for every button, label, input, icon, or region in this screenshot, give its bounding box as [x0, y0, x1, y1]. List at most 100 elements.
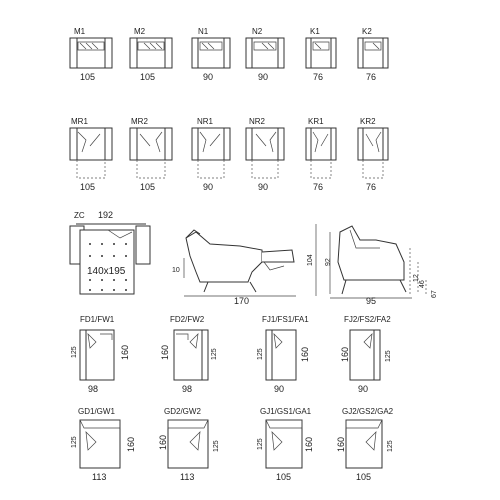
- armrest: [129, 37, 138, 69]
- armrest: [191, 37, 199, 69]
- recliner-side-view: 10 170: [172, 229, 296, 306]
- module-width: 105: [276, 472, 291, 482]
- module-code: M2: [134, 27, 146, 36]
- armrest: [277, 127, 285, 161]
- cushion-lines: [363, 333, 373, 349]
- module-length: 160: [300, 347, 310, 362]
- recliner-legs: [203, 281, 257, 293]
- module-gd1-gw1: GD1/GW1 125 160 113: [71, 407, 136, 482]
- backrest: [345, 419, 383, 429]
- module-k1: K1 76: [305, 27, 337, 82]
- armrest: [305, 37, 312, 69]
- bed-length: 192: [98, 210, 113, 220]
- pillow-lines: [314, 42, 322, 50]
- armrest: [104, 127, 113, 161]
- module-k2: K2 76: [357, 27, 389, 82]
- armrest: [135, 225, 151, 265]
- module-width: 76: [313, 72, 323, 82]
- armrest: [245, 127, 253, 161]
- module-code: K2: [362, 27, 372, 36]
- module-length: 160: [336, 437, 346, 452]
- cushion-lines: [365, 431, 377, 451]
- backrest: [77, 41, 105, 51]
- module-code: M1: [74, 27, 86, 36]
- recliner-mechanism: [263, 261, 285, 271]
- backrest: [137, 41, 165, 51]
- module-code: N2: [252, 27, 263, 36]
- module-width: 105: [80, 72, 95, 82]
- armrest: [191, 127, 199, 161]
- armrest: [164, 37, 173, 69]
- recliner-footrest: [261, 249, 295, 263]
- module-length: 160: [120, 345, 130, 360]
- module-outline: [265, 419, 303, 469]
- armrest: [223, 37, 231, 69]
- cushion-lines: [87, 333, 113, 349]
- module-code: GD2/GW2: [164, 407, 201, 416]
- backrest: [167, 419, 209, 429]
- module-code: K1: [310, 27, 320, 36]
- arm-height: 67: [431, 290, 438, 298]
- module-kr2: KR2 76: [357, 117, 389, 192]
- recliner-height: 10: [172, 267, 180, 274]
- module-gd2-gw2: GD2/GW2 160 125 113: [158, 407, 220, 482]
- recliner-back: [185, 229, 201, 239]
- module-length: 160: [160, 345, 170, 360]
- module-kr1: KR1 76: [305, 117, 337, 192]
- module-gj2-gs2-ga2: GJ2/GS2/GA2 160 125 105: [336, 407, 394, 482]
- armrest: [330, 127, 337, 161]
- armrest: [305, 127, 312, 161]
- backrest: [253, 41, 277, 51]
- cushion-lines: [85, 431, 97, 451]
- recliner-length: 170: [234, 296, 249, 306]
- armrest: [373, 329, 381, 381]
- module-width: 90: [258, 72, 268, 82]
- backrest: [199, 41, 223, 51]
- module-nr1: NR1 90: [191, 117, 231, 192]
- module-width: 105: [140, 182, 155, 192]
- module-width: 90: [274, 384, 284, 394]
- height-92: 92: [325, 258, 332, 266]
- seat-height: 46: [419, 280, 426, 288]
- module-length: 160: [340, 347, 350, 362]
- module-code: NR2: [249, 117, 266, 126]
- module-code: NR1: [197, 117, 214, 126]
- armrest: [201, 329, 209, 381]
- armrest: [382, 37, 389, 69]
- armrest: [129, 127, 138, 161]
- module-width: 98: [88, 384, 98, 394]
- module-m1: M1 105: [69, 27, 113, 82]
- backrest: [79, 419, 121, 429]
- module-code: FD2/FW2: [170, 315, 205, 324]
- armchair-side-view: 104 92 67 46 12 95: [307, 224, 438, 306]
- module-code: GJ1/GS1/GA1: [260, 407, 312, 416]
- pillow-lines: [143, 42, 163, 50]
- armrest: [330, 37, 337, 69]
- module-nr2: NR2 90: [245, 117, 285, 192]
- module-width: 90: [358, 384, 368, 394]
- backrest: [265, 419, 303, 429]
- backrest: [364, 41, 382, 51]
- armrest: [69, 37, 78, 69]
- module-fd1-fw1: FD1/FW1 125 160 98: [71, 315, 130, 394]
- module-length: 160: [304, 437, 314, 452]
- recline-lines: [365, 131, 382, 153]
- module-mr2: MR2 105: [129, 117, 173, 192]
- recline-lines: [77, 131, 101, 153]
- module-width: 105: [140, 72, 155, 82]
- leg-height: 12: [413, 274, 420, 282]
- module-m2: M2 105: [129, 27, 173, 82]
- extended-footrest: [76, 160, 106, 179]
- module-code: FD1/FW1: [80, 315, 115, 324]
- cushion-lines: [271, 431, 283, 451]
- module-gj1-gs1-ga1: GJ1/GS1/GA1 125 160 105: [257, 407, 314, 482]
- armrest: [245, 37, 253, 69]
- module-mr1: MR1 105: [69, 117, 113, 192]
- module-width: 90: [203, 72, 213, 82]
- mattress-tufting: [89, 243, 127, 291]
- module-depth: 125: [71, 436, 78, 448]
- module-depth: 125: [257, 348, 264, 360]
- extended-footrest: [310, 160, 332, 179]
- armrest: [357, 37, 364, 69]
